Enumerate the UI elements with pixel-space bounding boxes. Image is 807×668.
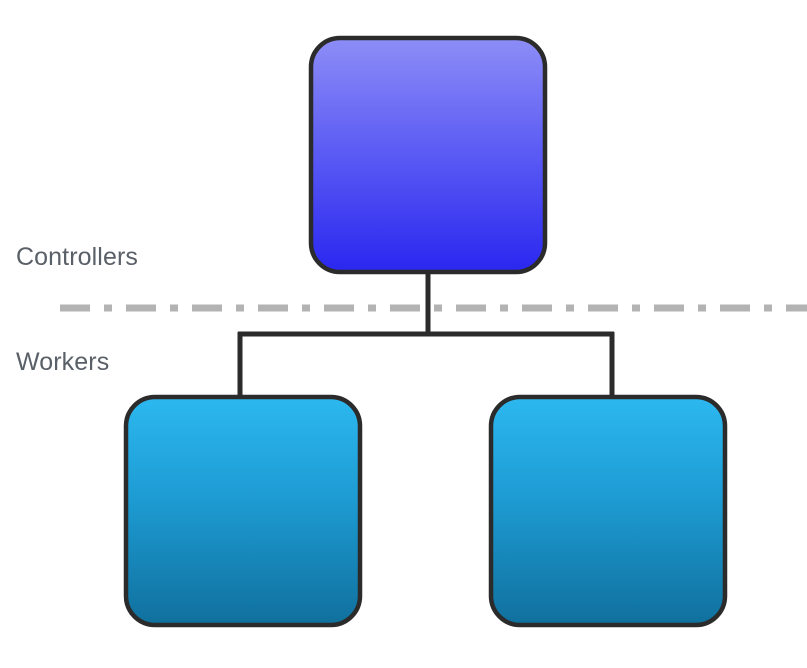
tier-label-workers: Workers bbox=[16, 348, 110, 376]
worker-node-2[interactable] bbox=[488, 394, 728, 628]
controller-node[interactable] bbox=[308, 35, 548, 275]
tier-label-controllers: Controllers bbox=[16, 243, 138, 271]
worker-node-1[interactable] bbox=[123, 394, 363, 628]
